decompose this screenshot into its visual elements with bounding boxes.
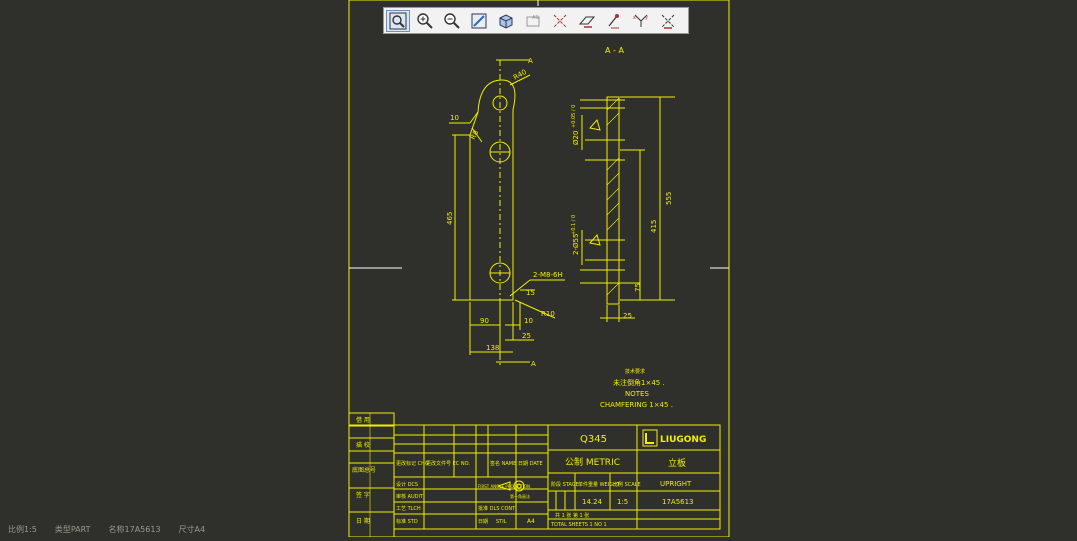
zoom-in-icon — [417, 12, 433, 29]
left-col-0: 借 用 — [356, 416, 370, 424]
company-name: LIUGONG — [660, 435, 706, 445]
paper-size: A4 — [527, 518, 535, 525]
part-number: 17A5613 — [662, 498, 694, 506]
dim-138: 138 — [486, 344, 499, 352]
left-col-2: 底图总号 — [352, 466, 376, 474]
projection-label-cn: 第一角画法 — [510, 493, 530, 499]
std-label: 标准 STD — [396, 518, 418, 525]
dim-415: 415 — [650, 220, 658, 233]
annotation-icon: AB — [526, 15, 540, 26]
sheet-count-en: TOTAL SHEETS 1 NO 1 — [550, 522, 607, 528]
hole-top — [492, 95, 508, 111]
dim-555: 555 — [665, 192, 673, 205]
notes-title-en: NOTES — [625, 390, 649, 398]
sign-label: 签名 NAME — [490, 460, 516, 467]
approve-label: 批准 DLS CONT — [478, 505, 516, 512]
left-col-1: 描 校 — [356, 441, 370, 449]
status-bar: 比例1:5 类型PART 名称17A5613 尺寸A4 — [0, 521, 340, 537]
zoom-out-icon — [444, 12, 460, 29]
display-style-button[interactable] — [494, 10, 518, 32]
projection-symbol-icon — [496, 480, 525, 492]
svg-text:x: x — [633, 15, 636, 21]
dim-hole-callout: 2-M8-6H — [533, 271, 563, 279]
datum-plane-icon — [578, 16, 596, 28]
dim-10-bottom: 10 — [524, 317, 533, 325]
repaint-icon — [471, 13, 487, 28]
dim-25-thickness: 25 — [623, 312, 632, 320]
company-logo: LIUGONG — [642, 429, 706, 447]
title-block — [348, 412, 721, 538]
date2-label: 日期 — [478, 519, 488, 525]
view-toolbar: AB x y — [383, 7, 689, 34]
datum-plane-display-button[interactable] — [575, 10, 599, 32]
status-name: 名称17A5613 — [108, 524, 161, 534]
zoom-fit-button[interactable] — [386, 9, 410, 32]
dim-25-bottom: 25 — [522, 332, 531, 340]
section-view — [580, 96, 675, 322]
dim-dia20: Ø20 — [572, 131, 580, 145]
spin-center-display-button[interactable] — [656, 10, 680, 32]
dim-dia55: 2-Ø55 — [572, 234, 580, 255]
repaint-button[interactable] — [467, 10, 491, 32]
zoom-fit-icon — [389, 12, 407, 29]
notes-line-en: CHAMFERING 1×45 . — [600, 401, 673, 409]
date-value: STIL — [496, 519, 507, 525]
dim-465: 465 — [446, 212, 454, 225]
datum-axes-icon — [553, 14, 567, 27]
dim-r10: R10 — [541, 310, 555, 318]
dim-90: 90 — [480, 317, 489, 325]
process-label: 工艺 TLCH — [396, 506, 421, 512]
cube-shaded-icon — [499, 13, 513, 29]
sheet-border — [348, 0, 730, 538]
section-label: A - A — [605, 46, 624, 55]
status-type: 类型PART — [54, 524, 91, 534]
material: Q345 — [580, 434, 607, 445]
dim-10-left: 10 — [450, 114, 459, 122]
status-scale: 比例1:5 — [8, 524, 37, 534]
design-label: 设计 DCS — [396, 481, 418, 488]
svg-text:AB: AB — [532, 15, 539, 21]
svg-text:y: y — [645, 15, 648, 21]
datum-point-icon — [608, 13, 619, 28]
zoom-in-button[interactable] — [413, 10, 437, 32]
check-label: 审核 AUDIT — [396, 493, 424, 500]
dim-dia55-tol: +0.1 / 0 — [571, 215, 577, 235]
unit: 公制 METRIC — [565, 456, 620, 468]
spin-center-icon — [661, 14, 675, 29]
zoom-out-button[interactable] — [440, 10, 464, 32]
weight-label: 单件重量 WEIGHT — [578, 481, 621, 488]
csys-display-button[interactable]: x y — [629, 10, 653, 32]
left-col-3: 签 字 — [356, 491, 370, 499]
part-name-en: UPRIGHT — [660, 480, 692, 488]
weight-value: 14.24 — [582, 498, 603, 506]
cut-label-top: A — [528, 57, 533, 65]
notes-line-cn: 未注倒角1×45 . — [613, 378, 665, 387]
datum-point-display-button[interactable] — [602, 10, 626, 32]
notes-title-cn: 技术要求 — [625, 368, 645, 375]
left-col-4: 日 期 — [356, 517, 370, 525]
scale-label: 比例 SCALE — [613, 481, 641, 488]
ecn-label: 更改文件号 EC NO. — [426, 460, 470, 467]
front-view — [449, 59, 565, 365]
dim-r8: R8 — [469, 129, 481, 141]
dim-15: 15 — [526, 289, 535, 297]
status-size: 尺寸A4 — [178, 524, 206, 534]
stage-label: 阶段 STAGE — [551, 481, 579, 488]
annotation-display-button[interactable]: AB — [521, 10, 545, 32]
datum-axis-display-button[interactable] — [548, 10, 572, 32]
date-label: 日期 DATE — [518, 461, 543, 467]
dim-dia20-tol: +0.05 / 0 — [571, 105, 577, 128]
scale-value: 1:5 — [617, 498, 628, 506]
dim-75: 75 — [634, 283, 642, 292]
chg-label: 更改标记 CHG — [396, 460, 429, 467]
sheet-count: 共 1 张 第 1 张 — [555, 512, 589, 519]
csys-icon: x y — [633, 14, 648, 27]
part-name-cn: 立板 — [668, 457, 686, 469]
cut-label-bottom: A — [531, 360, 536, 368]
projection-label: FIRST ANGLE PROJECTION — [478, 484, 530, 489]
